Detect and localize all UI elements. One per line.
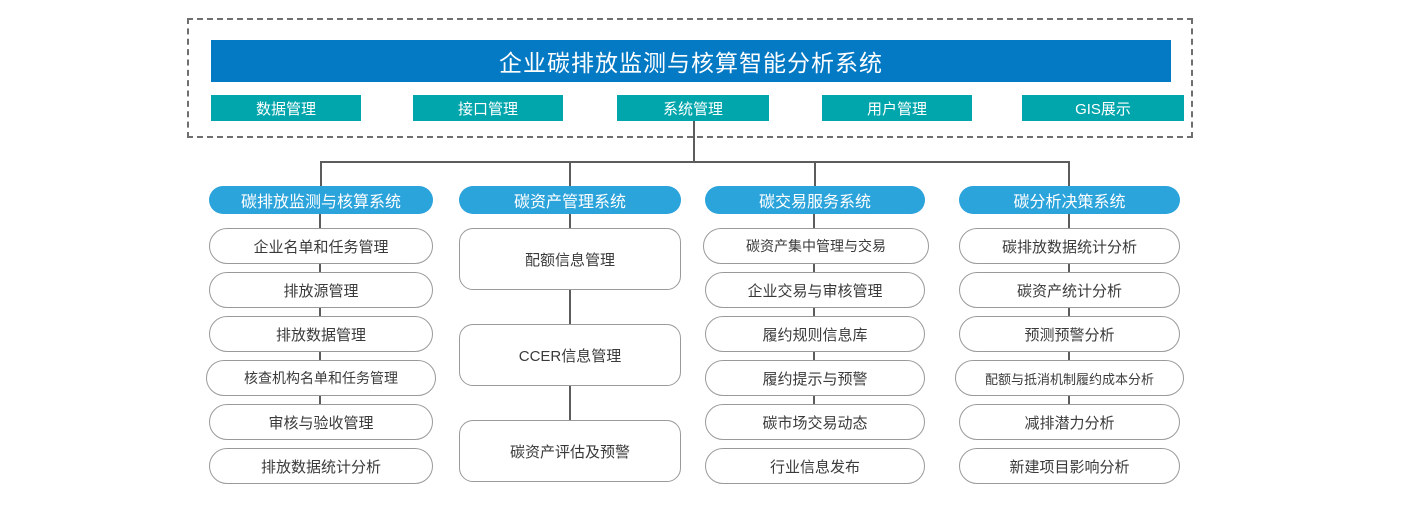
node-col3-1[interactable]: 碳资产集中管理与交易 xyxy=(703,228,929,264)
column-header-analysis-decision[interactable]: 碳分析决策系统 xyxy=(959,186,1180,214)
nav-button-system-management[interactable]: 系统管理 xyxy=(617,95,769,121)
node-col3-2[interactable]: 企业交易与审核管理 xyxy=(705,272,925,308)
connector-drop-col1 xyxy=(320,161,322,186)
column-emission-monitoring: 碳排放监测与核算系统 企业名单和任务管理 排放源管理 排放数据管理 核查机构名单… xyxy=(206,186,436,484)
node-col2-1[interactable]: 配额信息管理 xyxy=(459,228,681,290)
nav-button-gis-display[interactable]: GIS展示 xyxy=(1022,95,1184,121)
node-col1-5[interactable]: 审核与验收管理 xyxy=(209,404,433,440)
node-col1-1[interactable]: 企业名单和任务管理 xyxy=(209,228,433,264)
column-header-asset-management[interactable]: 碳资产管理系统 xyxy=(459,186,681,214)
node-col2-3[interactable]: 碳资产评估及预警 xyxy=(459,420,681,482)
node-col1-6[interactable]: 排放数据统计分析 xyxy=(209,448,433,484)
node-col3-6[interactable]: 行业信息发布 xyxy=(705,448,925,484)
node-col1-4[interactable]: 核查机构名单和任务管理 xyxy=(206,360,436,396)
node-col3-3[interactable]: 履约规则信息库 xyxy=(705,316,925,352)
node-col4-4[interactable]: 配额与抵消机制履约成本分析 xyxy=(955,360,1184,396)
node-col4-6[interactable]: 新建项目影响分析 xyxy=(959,448,1180,484)
connector-drop-col3 xyxy=(814,161,816,186)
system-title-bar: 企业碳排放监测与核算智能分析系统 xyxy=(211,40,1171,82)
node-col3-4[interactable]: 履约提示与预警 xyxy=(705,360,925,396)
node-col4-5[interactable]: 减排潜力分析 xyxy=(959,404,1180,440)
column-asset-management: 碳资产管理系统 配额信息管理 CCER信息管理 碳资产评估及预警 xyxy=(459,186,681,482)
node-col1-2[interactable]: 排放源管理 xyxy=(209,272,433,308)
node-col4-1[interactable]: 碳排放数据统计分析 xyxy=(959,228,1180,264)
column-trading-service: 碳交易服务系统 碳资产集中管理与交易 企业交易与审核管理 履约规则信息库 履约提… xyxy=(703,186,929,484)
nav-button-data-management[interactable]: 数据管理 xyxy=(211,95,361,121)
column-analysis-decision: 碳分析决策系统 碳排放数据统计分析 碳资产统计分析 预测预警分析 配额与抵消机制… xyxy=(955,186,1184,484)
node-col4-3[interactable]: 预测预警分析 xyxy=(959,316,1180,352)
node-col2-2[interactable]: CCER信息管理 xyxy=(459,324,681,386)
nav-button-user-management[interactable]: 用户管理 xyxy=(822,95,972,121)
node-col1-3[interactable]: 排放数据管理 xyxy=(209,316,433,352)
platform-frame xyxy=(187,18,1193,138)
connector-drop-col2 xyxy=(569,161,571,186)
node-col4-2[interactable]: 碳资产统计分析 xyxy=(959,272,1180,308)
connector-horizontal-bus xyxy=(320,161,1069,163)
column-header-emission-monitoring[interactable]: 碳排放监测与核算系统 xyxy=(209,186,433,214)
node-col3-5[interactable]: 碳市场交易动态 xyxy=(705,404,925,440)
connector-drop-col4 xyxy=(1068,161,1070,186)
nav-button-interface-management[interactable]: 接口管理 xyxy=(413,95,563,121)
connector-trunk-vertical xyxy=(693,121,695,162)
column-header-trading-service[interactable]: 碳交易服务系统 xyxy=(705,186,925,214)
